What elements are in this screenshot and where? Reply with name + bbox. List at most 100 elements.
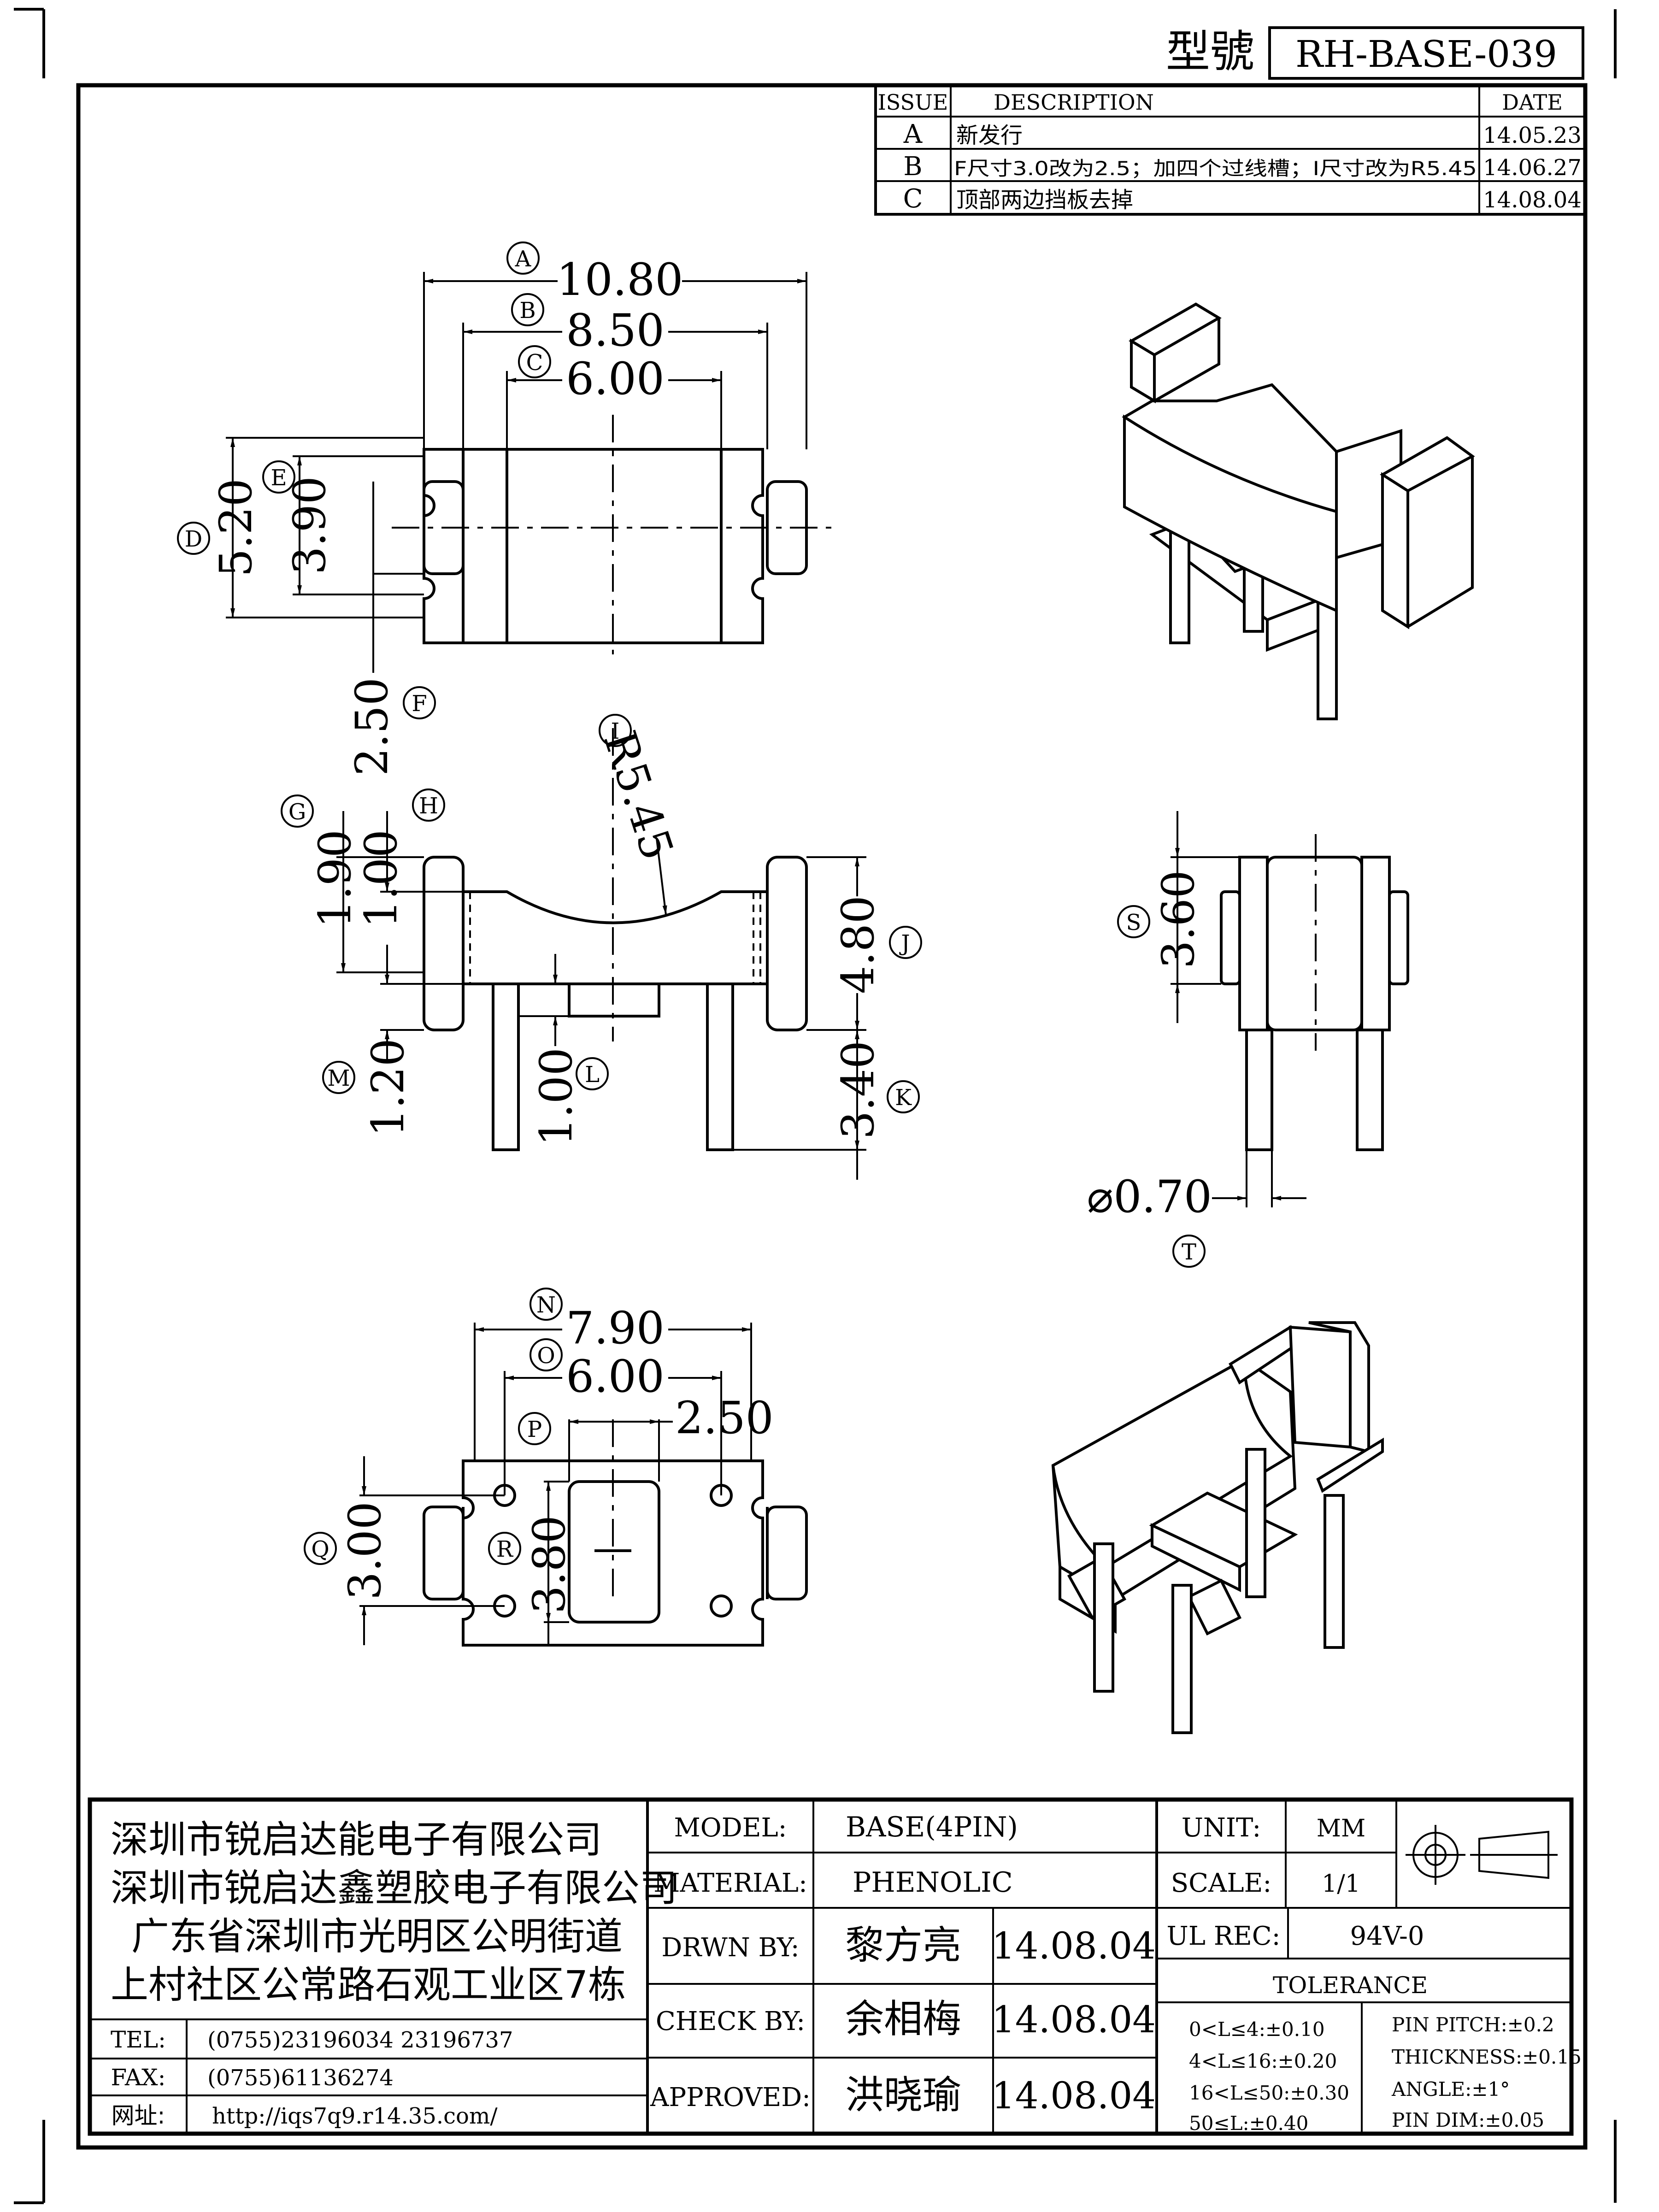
- dim-F-tag: F: [412, 691, 427, 717]
- rev-header-issue: ISSUE: [878, 90, 948, 115]
- dim-K-value: 3.40: [832, 1041, 884, 1139]
- projection-symbol-icon: [1406, 1825, 1558, 1885]
- tolerance-right-4: PIN DIM:±0.05: [1392, 2109, 1544, 2131]
- rev-date: 14.05.23: [1483, 123, 1582, 148]
- company-line-4: 上村社区公常路石观工业区7栋: [111, 1963, 626, 2007]
- rev-description: 顶部两边挡板去掉: [956, 187, 1133, 213]
- approved-date: 14.08.04: [992, 2074, 1156, 2117]
- rev-date: 14.06.27: [1483, 155, 1582, 181]
- tolerance-right-3: ANGLE:±1°: [1391, 2078, 1510, 2100]
- tolerance-right-2: THICKNESS:±0.15: [1392, 2046, 1582, 2068]
- fax-value: (0755)61136274: [207, 2065, 394, 2091]
- check-by-label: CHECK BY:: [656, 2006, 805, 2036]
- rev-date: 14.08.04: [1483, 187, 1582, 213]
- dim-T-value: ⌀0.70: [1087, 1171, 1212, 1223]
- scale-value: 1/1: [1322, 1870, 1360, 1898]
- material-value: PHENOLIC: [853, 1866, 1013, 1899]
- rev-header-description: DESCRIPTION: [994, 90, 1154, 115]
- scale-label: SCALE:: [1171, 1868, 1272, 1898]
- dim-I-value: R5.45: [594, 724, 683, 866]
- isometric-view-bottom: [1051, 1321, 1384, 1734]
- rev-issue: C: [903, 184, 923, 214]
- ul-rec-label: UL REC:: [1167, 1921, 1281, 1951]
- dim-B-tag: B: [519, 298, 535, 324]
- dim-P-value: 2.50: [675, 1392, 774, 1444]
- dim-Q-tag: Q: [311, 1536, 329, 1562]
- title-block: 深圳市锐启达能电子有限公司 深圳市锐启达鑫塑胶电子有限公司 广东省深圳市光明区公…: [88, 1797, 1582, 2136]
- dim-J-value: 4.80: [832, 895, 884, 994]
- dim-Q-value: 3.00: [339, 1501, 391, 1600]
- material-label: MATERIAL:: [653, 1868, 807, 1898]
- model-header: 型號 RH-BASE-039: [1166, 26, 1584, 80]
- revision-table: ISSUE DESCRIPTION DATE A 新发行 14.05.23 B …: [874, 84, 1587, 216]
- dim-R-tag: R: [496, 1536, 514, 1562]
- dim-L-value: 1.00: [530, 1047, 582, 1146]
- dim-A-tag: A: [515, 246, 532, 272]
- dim-K-tag: K: [895, 1085, 912, 1111]
- ul-rec-value: 94V-0: [1350, 1921, 1424, 1951]
- bottom-view: 7.90 N 6.00 O 2.50 P 3.00 Q 3.80 R: [304, 1288, 808, 1647]
- tel-value: (0755)23196034 23196737: [207, 2027, 513, 2053]
- dim-L-tag: L: [585, 1062, 600, 1088]
- check-by-date: 14.08.04: [992, 1998, 1156, 2041]
- dim-A-value: 10.80: [557, 254, 683, 306]
- web-label: 网址:: [112, 2102, 165, 2129]
- dim-S-value: 3.60: [1153, 870, 1204, 969]
- unit-label: UNIT:: [1182, 1813, 1261, 1843]
- dim-T-tag: T: [1182, 1239, 1196, 1265]
- dim-B-value: 8.50: [566, 305, 665, 356]
- dim-E-value: 3.90: [284, 476, 335, 575]
- dim-I-tag: I: [611, 718, 620, 744]
- tolerance-right-1: PIN PITCH:±0.2: [1392, 2013, 1554, 2036]
- tel-label: TEL:: [111, 2026, 166, 2053]
- dim-J-tag: J: [899, 930, 910, 956]
- model-header-value: RH-BASE-039: [1295, 33, 1557, 76]
- unit-value: MM: [1317, 1815, 1366, 1842]
- dim-M-tag: M: [327, 1065, 350, 1091]
- dim-N-tag: N: [536, 1292, 556, 1318]
- tolerance-left-1: 0<L≤4:±0.10: [1189, 2018, 1325, 2041]
- dim-C-value: 6.00: [566, 353, 665, 405]
- dim-H-tag: H: [419, 793, 438, 819]
- drawing-border: [76, 83, 1588, 2150]
- web-value: http://iqs7q9.r14.35.com/: [212, 2103, 498, 2129]
- top-view: 10.80 A 8.50 B 6.00 C 5.20 D 3.90 E 2.50…: [177, 241, 834, 776]
- approved-label: APPROVED:: [650, 2083, 811, 2112]
- dim-O-tag: O: [537, 1343, 555, 1369]
- tolerance-left-4: 50≤L:±0.40: [1189, 2112, 1308, 2135]
- rev-issue: A: [903, 119, 923, 149]
- isometric-view-top: [1122, 302, 1475, 720]
- dim-H-value: 1.00: [355, 830, 407, 928]
- dim-G-value: 1.90: [309, 830, 361, 928]
- side-view: 3.60 S ⌀0.70 T: [1087, 811, 1409, 1268]
- dim-G-tag: G: [288, 799, 306, 825]
- dim-N-value: 7.90: [566, 1302, 665, 1354]
- drawn-by-label: DRWN BY:: [661, 1933, 799, 1963]
- dim-R-value: 3.80: [524, 1515, 575, 1614]
- dim-D-value: 5.20: [210, 478, 262, 577]
- drawn-by-date: 14.08.04: [992, 1924, 1156, 1967]
- company-line-3: 广东省深圳市光明区公明街道: [131, 1915, 623, 1959]
- front-view: 1.90 G 1.00 H R5.45 I 4.80 J 3.40 K 1.00…: [281, 714, 922, 1180]
- rev-issue: B: [903, 152, 922, 182]
- rev-description: 新发行: [956, 123, 1023, 148]
- dim-E-tag: E: [271, 465, 287, 491]
- drawn-by-name: 黎方亮: [845, 1923, 961, 1968]
- dim-D-tag: D: [185, 526, 202, 552]
- tolerance-label: TOLERANCE: [1273, 1972, 1428, 1999]
- dim-F-value: 2.50: [346, 677, 398, 776]
- company-line-1: 深圳市锐启达能电子有限公司: [111, 1818, 602, 1862]
- tolerance-left-2: 4<L≤16:±0.20: [1189, 2050, 1337, 2072]
- model-label: MODEL:: [674, 1813, 787, 1843]
- rev-description: F尺寸3.0改为2.5；加四个过线槽；I尺寸改为R5.45: [954, 157, 1477, 180]
- tolerance-left-3: 16<L≤50:±0.30: [1189, 2082, 1349, 2104]
- rev-header-date: DATE: [1502, 90, 1563, 115]
- model-header-label: 型號: [1166, 26, 1254, 77]
- check-by-name: 余相梅: [845, 1996, 961, 2041]
- dim-S-tag: S: [1126, 910, 1141, 935]
- dim-O-value: 6.00: [566, 1351, 665, 1402]
- dim-C-tag: C: [526, 350, 543, 376]
- corner-marks: [14, 8, 1617, 2204]
- dim-P-tag: P: [527, 1417, 542, 1442]
